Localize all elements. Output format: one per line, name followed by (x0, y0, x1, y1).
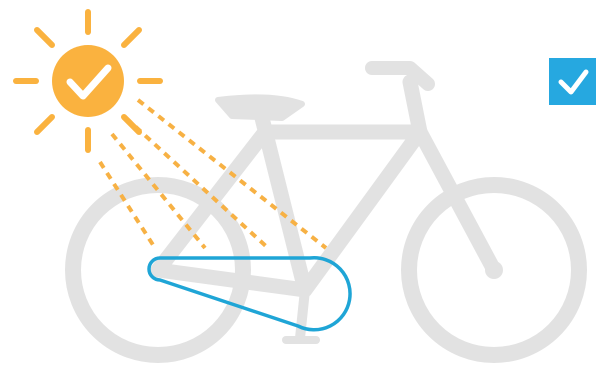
sun-beam-top-left (37, 30, 52, 45)
front-fork (420, 132, 494, 270)
pedal-crank (300, 290, 305, 338)
sun-check-icon (16, 12, 160, 150)
sun-beam-bottom-left (37, 117, 52, 132)
sun-disc (52, 45, 124, 117)
checkbox-square (549, 58, 596, 105)
sun-beam-top-right (124, 30, 139, 45)
bike-frame (158, 118, 420, 290)
sun-beam-bottom-right (124, 117, 139, 132)
handlebar (372, 68, 428, 84)
checkbox-checked-icon (549, 58, 596, 105)
front-hub (485, 261, 503, 279)
head-tube (410, 82, 420, 132)
seat-post (258, 114, 262, 122)
